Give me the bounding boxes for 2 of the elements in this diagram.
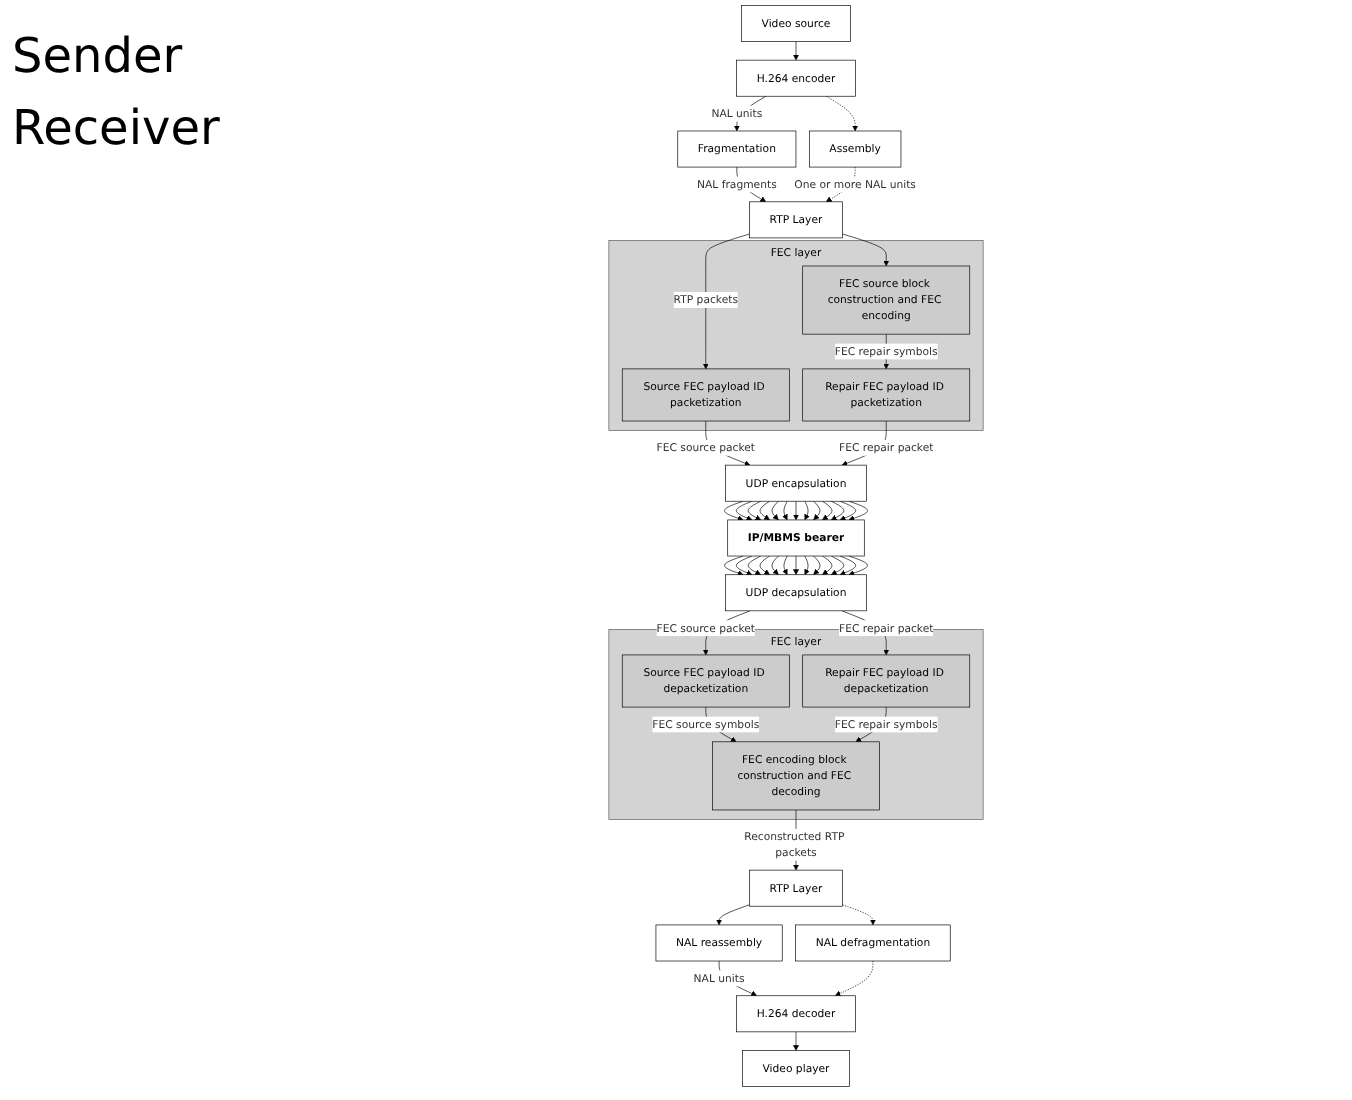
side-heading: Sender [12, 28, 185, 84]
side-heading: Receiver [12, 100, 222, 156]
